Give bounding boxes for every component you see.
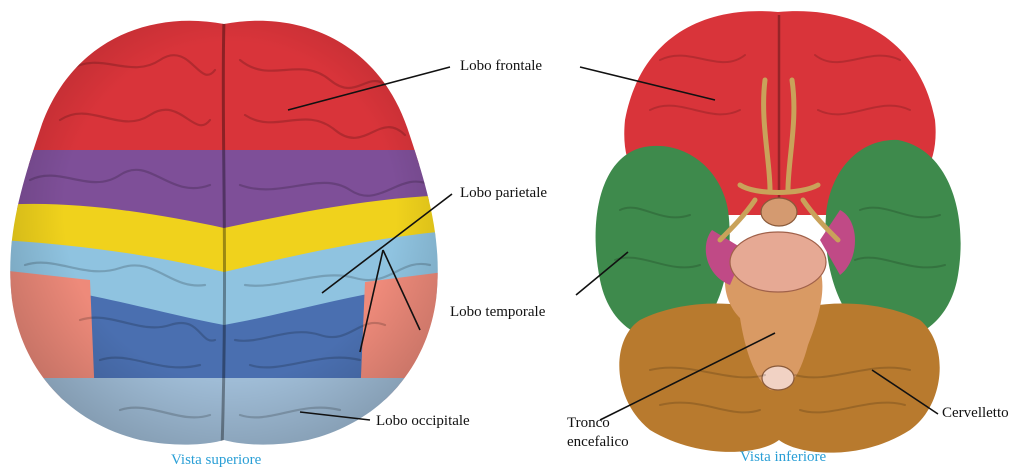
label-brainstem: Tronco encefalico [567, 414, 629, 452]
caption-superior-view: Vista superiore [171, 452, 261, 469]
label-frontal-lobe: Lobo frontale [460, 57, 542, 75]
caption-inferior-view: Vista inferiore [740, 449, 826, 466]
label-parietal-lobe: Lobo parietale [460, 184, 547, 202]
inferior-view-brain [596, 11, 961, 453]
superior-view-brain [0, 0, 460, 470]
label-occipital-lobe: Lobo occipitale [376, 412, 470, 430]
label-temporal-lobe: Lobo temporale [450, 303, 545, 321]
label-cerebellum: Cervelletto [942, 404, 1009, 422]
